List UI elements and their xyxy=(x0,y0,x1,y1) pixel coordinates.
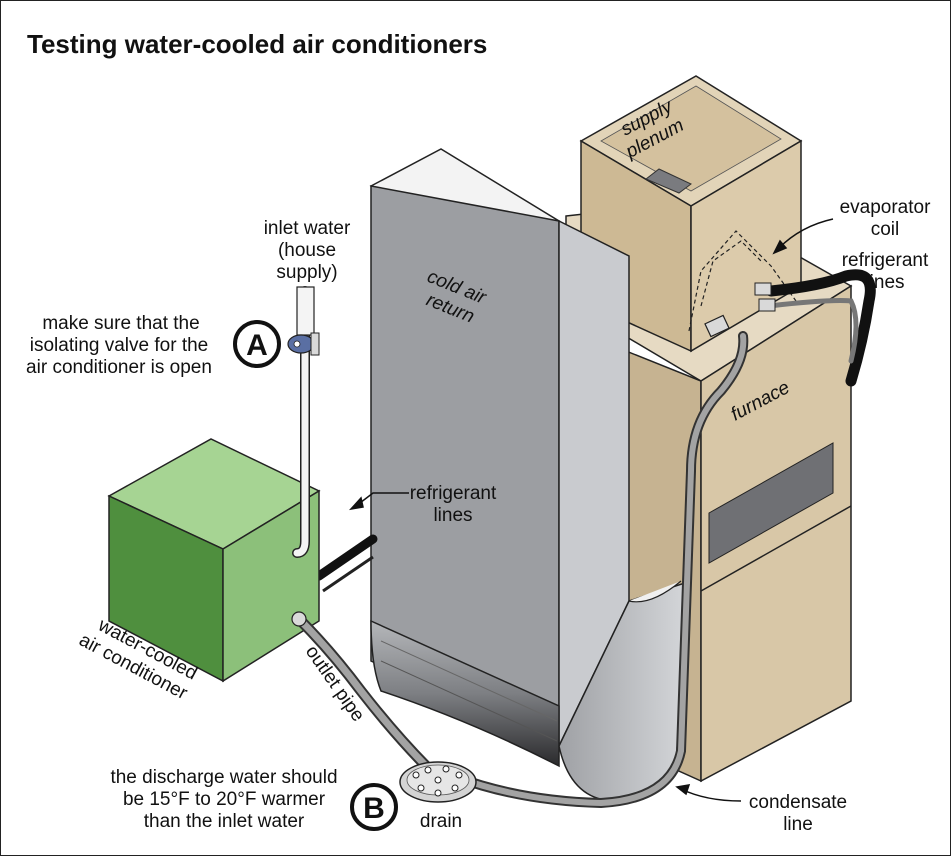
leader-lines xyxy=(348,218,834,802)
svg-text:than the inlet water: than the inlet water xyxy=(144,811,305,832)
svg-text:condensate: condensate xyxy=(749,792,847,813)
svg-text:B: B xyxy=(363,792,385,825)
refrigerant-lines-mid-label: refrigerant lines xyxy=(410,483,497,526)
evaporator-coil xyxy=(688,230,797,332)
svg-text:be 15°F to 20°F warmer: be 15°F to 20°F warmer xyxy=(123,789,326,810)
svg-text:the discharge water should: the discharge water should xyxy=(110,767,337,788)
furnace-panel xyxy=(708,442,834,564)
svg-text:supply): supply) xyxy=(276,262,337,283)
refrigerant-lines-right xyxy=(754,269,876,387)
condensate-line xyxy=(451,314,749,809)
note-b: the discharge water should be 15°F to 20… xyxy=(110,767,337,832)
inlet-water-label: inlet water (house supply) xyxy=(264,218,351,283)
svg-text:A: A xyxy=(246,329,268,362)
svg-text:make sure that the: make sure that the xyxy=(42,313,199,334)
isolating-valve-icon xyxy=(287,332,320,356)
note-a: make sure that the isolating valve for t… xyxy=(26,313,212,378)
drain-icon xyxy=(399,761,477,803)
drain-label: drain xyxy=(420,811,462,832)
svg-text:evaporator: evaporator xyxy=(840,197,932,218)
svg-text:lines: lines xyxy=(865,272,904,293)
water-cooled-ac-unit: water-cooled air conditioner xyxy=(75,438,321,704)
svg-text:line: line xyxy=(783,814,813,835)
svg-text:refrigerant: refrigerant xyxy=(410,483,497,504)
condensate-line-label: condensate line xyxy=(749,792,847,835)
svg-text:isolating valve for the: isolating valve for the xyxy=(30,335,209,356)
svg-text:coil: coil xyxy=(871,219,900,240)
refrigerant-lines-mid xyxy=(314,534,378,593)
svg-text:lines: lines xyxy=(433,505,472,526)
refrigerant-lines-right-label: refrigerant lines xyxy=(842,250,929,293)
furnace: furnace xyxy=(565,200,853,783)
inlet-water-pipe xyxy=(287,286,320,558)
svg-text:air conditioner is open: air conditioner is open xyxy=(26,357,212,378)
diagram-title: Testing water-cooled air conditioners xyxy=(27,29,487,59)
cold-air-return-duct: cold air return xyxy=(369,148,692,802)
svg-text:refrigerant: refrigerant xyxy=(842,250,929,271)
badge-b: B xyxy=(350,783,398,831)
svg-text:(house: (house xyxy=(278,240,336,261)
badge-a: A xyxy=(233,320,281,368)
evaporator-coil-label: evaporator coil xyxy=(840,197,932,240)
svg-text:inlet water: inlet water xyxy=(264,218,351,239)
